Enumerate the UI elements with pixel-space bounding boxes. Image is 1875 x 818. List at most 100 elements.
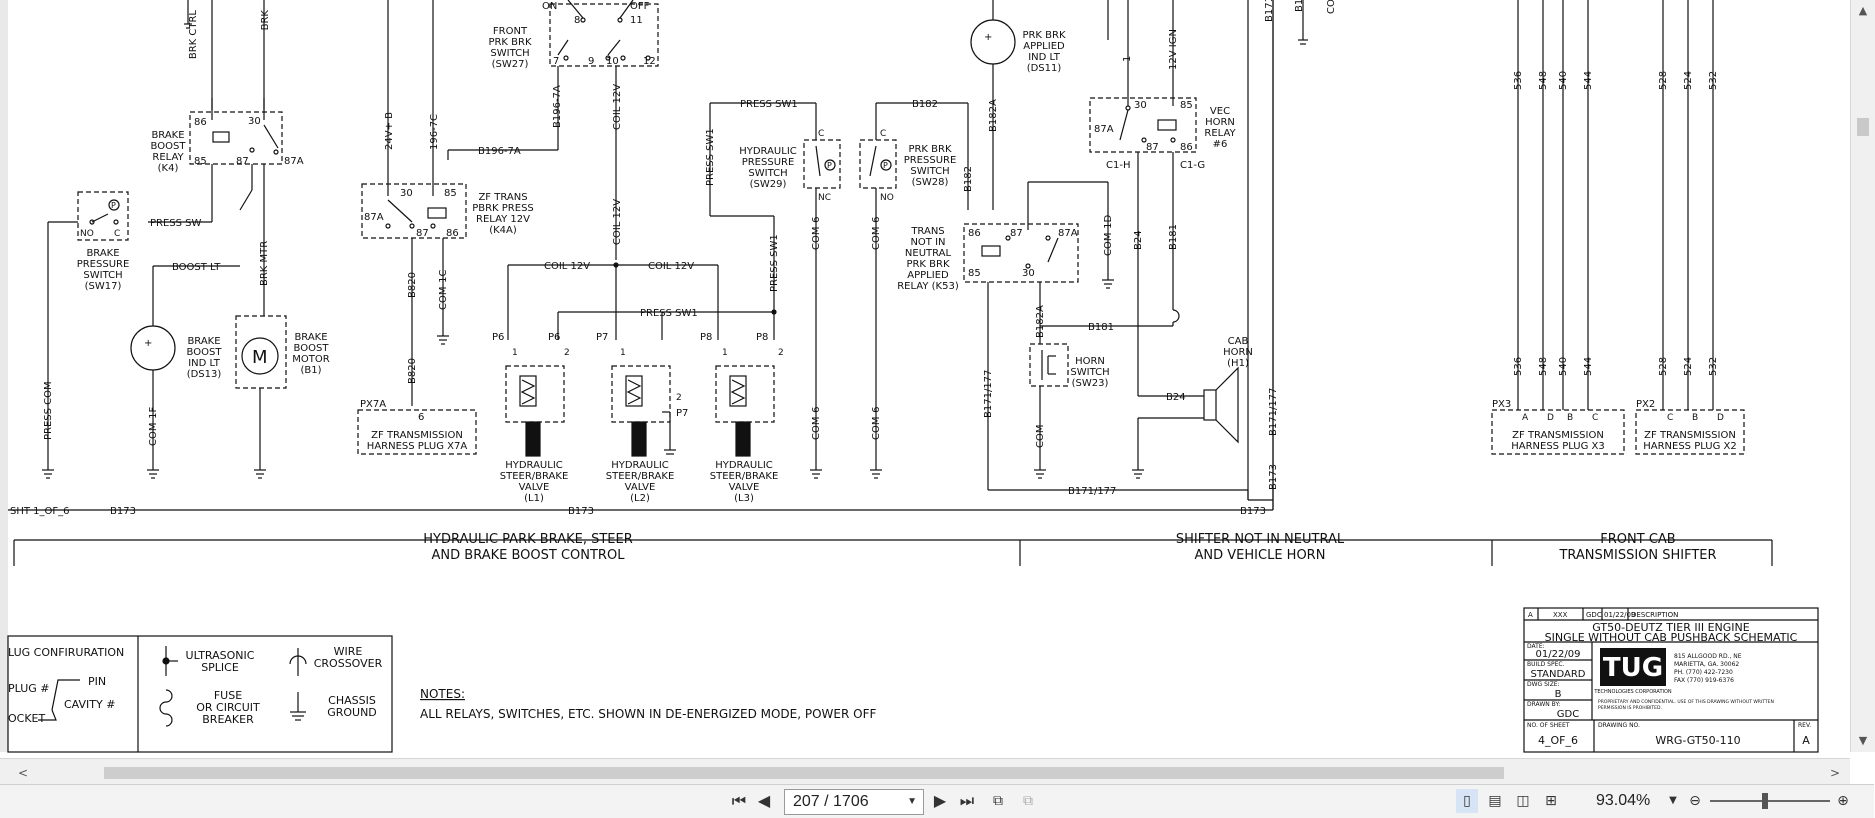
title-block: A XXX GDC 01/22/09 DESCRIPTION GT50-DEUT… xyxy=(1523,607,1819,753)
sw28-no: NO xyxy=(880,193,894,203)
sw28-p: P xyxy=(883,161,888,170)
wire-b181-h: B181 xyxy=(1088,322,1114,333)
sw17-label-1: BRAKE xyxy=(86,248,119,259)
wire-coil-12v-v: COIL 12V xyxy=(612,84,623,130)
pin2b: 2 xyxy=(676,393,682,403)
k4-pin-30: 30 xyxy=(248,116,261,127)
schematic-page: BRK CTRL BRK 24V+ B 196-7C ON OFF B171 B… xyxy=(7,0,1850,753)
sw23-label-3: (SW23) xyxy=(1072,378,1109,389)
wire-b24-v: B24 xyxy=(1133,230,1144,250)
sw27-pin-11: 11 xyxy=(630,15,643,26)
k4a-pin-87a: 87A xyxy=(364,212,384,223)
previous-page-icon[interactable]: ◀ xyxy=(757,791,771,810)
ds13-label-2: BOOST xyxy=(187,347,223,358)
zoom-in-icon[interactable]: ⊕ xyxy=(1837,793,1849,809)
vertical-scrollbar[interactable]: ▲ ▼ xyxy=(1850,0,1875,752)
horizontal-scrollbar[interactable]: < > xyxy=(0,758,1850,787)
px7a-pin: 6 xyxy=(418,412,424,423)
scroll-right-icon[interactable]: > xyxy=(1829,766,1841,780)
scroll-down-icon[interactable]: ▼ xyxy=(1858,734,1868,747)
px7a-label: PX7A xyxy=(360,399,386,410)
tb-drawn-label: DRAWN BY: xyxy=(1527,701,1560,708)
sw28-c: C xyxy=(880,129,886,139)
wire-b182: B182 xyxy=(912,99,938,110)
x2-wire-532-top: 532 xyxy=(1708,71,1719,90)
copy-page-icon[interactable]: ⧉ xyxy=(993,793,1003,809)
pin2c: 2 xyxy=(778,348,784,358)
rev-row-xxx: XXX xyxy=(1553,611,1568,619)
tb-size: B xyxy=(1555,689,1562,700)
sw17-label-2: PRESSURE xyxy=(77,259,130,270)
x2-wire-528-top: 528 xyxy=(1658,71,1669,90)
next-page-icon[interactable]: ▶ xyxy=(933,791,947,810)
scroll-left-icon[interactable]: < xyxy=(17,766,29,780)
k4-label-1: BRAKE xyxy=(151,130,184,141)
vec-label-2: HORN xyxy=(1205,117,1235,128)
scroll-up-icon[interactable]: ▲ xyxy=(1858,4,1868,17)
x2-wire-524: 524 xyxy=(1683,357,1694,376)
tb-address-1: 815 ALLGOOD RD., NE xyxy=(1674,653,1742,660)
k53-pin-85: 85 xyxy=(968,268,981,279)
sw28-label-4: (SW28) xyxy=(912,177,949,188)
wire-press-sw1-top: PRESS SW1 xyxy=(740,99,798,110)
brake-boost-motor: M BRAKE BOOST MOTOR (B1) xyxy=(235,315,330,479)
notes: NOTES: ALL RELAYS, SWITCHES, ETC. SHOWN … xyxy=(420,687,877,721)
k4a-label-1: ZF TRANS xyxy=(478,192,527,203)
zoom-out-icon[interactable]: ⊖ xyxy=(1689,793,1701,809)
left-panel-edge xyxy=(0,0,8,752)
wire-b173-v: B173 xyxy=(1268,464,1279,490)
wire-com-1d: COM-1D xyxy=(1103,215,1114,256)
tb-sheet-label: NO. OF SHEET xyxy=(1527,722,1570,729)
b1-label-3: MOTOR xyxy=(292,354,329,365)
legend-chassis-1: CHASSIS xyxy=(328,694,376,707)
rev-row-a: A xyxy=(1528,611,1533,619)
zoom-slider[interactable] xyxy=(1710,793,1830,809)
k4-pin-87a: 87A xyxy=(284,156,304,167)
wire-press-com: PRESS COM xyxy=(43,381,54,440)
rev-row-date: 01/22/09 xyxy=(1604,611,1635,619)
split-view-icon[interactable]: ⊞ xyxy=(1545,793,1557,809)
paste-page-icon[interactable]: ⧉ xyxy=(1023,793,1033,809)
zoom-dropdown-icon[interactable]: ▼ xyxy=(1669,795,1677,806)
horizontal-scroll-thumb[interactable] xyxy=(104,767,1504,779)
tb-proprietary-1: PROPRIETARY AND CONFIDENTIAL. USE OF THI… xyxy=(1598,699,1774,705)
sheet-reference: SHT 1_OF_6 xyxy=(10,506,70,517)
wire-com6-c: COM-6 xyxy=(871,217,882,250)
x3-wire-544: 544 xyxy=(1583,357,1594,376)
wire-press-sw: PRESS SW xyxy=(150,218,202,229)
wire-b181-v: B181 xyxy=(1168,224,1179,250)
title-line-2: SINGLE WITHOUT CAB PUSHBACK SCHEMATIC xyxy=(1545,631,1798,644)
vertical-scroll-thumb[interactable] xyxy=(1857,118,1869,136)
x3-wire-540-top: 540 xyxy=(1558,71,1569,90)
x3-wire-544-top: 544 xyxy=(1583,71,1594,90)
single-page-view-icon[interactable]: ▯ xyxy=(1456,789,1478,813)
top-label-brk-ctrl: BRK CTRL xyxy=(188,10,199,60)
x3-label-2: HARNESS PLUG X3 xyxy=(1511,441,1605,452)
valve-l1: HYDRAULIC STEER/BRAKE VALVE (L1) xyxy=(500,365,568,504)
tb-date: 01/22/09 xyxy=(1536,649,1581,660)
legend-pin: PIN xyxy=(88,675,106,688)
first-page-icon[interactable]: ⏮ xyxy=(731,791,747,810)
sw27-label-2: PRK BRK xyxy=(488,37,532,48)
zoom-slider-knob[interactable] xyxy=(1762,793,1768,809)
wire-press-sw1-v2: PRESS SW1 xyxy=(769,234,780,292)
wire-coil-12v-v2: COIL 12V xyxy=(612,199,623,245)
zf-trans-relay: 30 85 87A 87 86 ZF TRANS PBRK PRESS RELA… xyxy=(361,180,534,406)
wire-com6-b: COM-6 xyxy=(811,407,822,440)
ds11-label-3: IND LT xyxy=(1028,52,1061,63)
tb-drawn: GDC xyxy=(1557,709,1579,720)
k4a-label-3: RELAY 12V xyxy=(476,214,530,225)
k4a-pin-85: 85 xyxy=(444,188,457,199)
k4a-label-4: (K4A) xyxy=(489,225,517,236)
last-page-icon[interactable]: ⏭ xyxy=(959,791,975,810)
continuous-view-icon[interactable]: ▤ xyxy=(1488,793,1502,809)
tb-rev: A xyxy=(1802,734,1810,747)
page-dropdown-icon[interactable]: ▼ xyxy=(907,796,917,807)
two-page-view-icon[interactable]: ◫ xyxy=(1516,793,1530,809)
sw29-p: P xyxy=(827,161,832,170)
h1-label-3: (H1) xyxy=(1227,358,1249,369)
hyd-pressure-switch: PRESS SW1 PRESS SW1 PRESS SW1 P C NC HYD… xyxy=(705,99,841,479)
page-number-box[interactable]: 207 / 1706 ▼ xyxy=(784,789,924,815)
x2-wire-532: 532 xyxy=(1708,357,1719,376)
